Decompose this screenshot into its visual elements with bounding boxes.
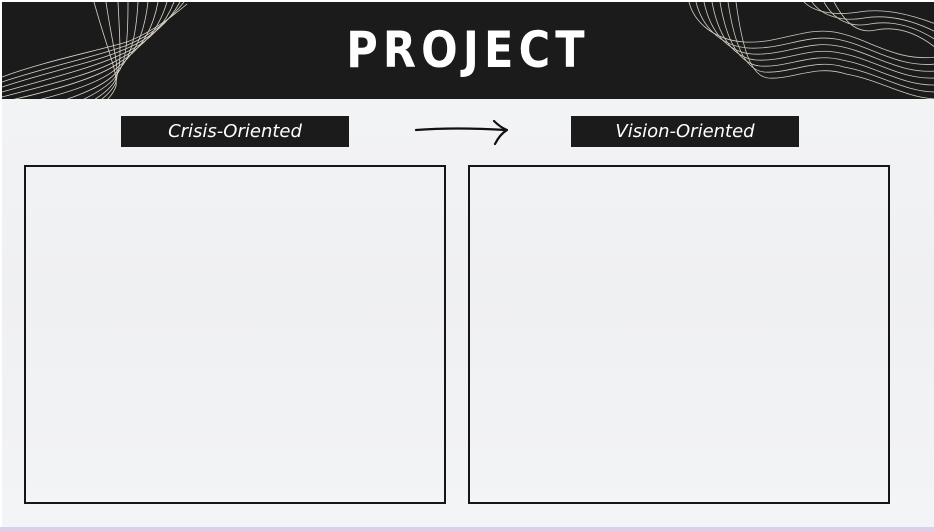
wave-lines-decoration-right — [688, 2, 934, 99]
crisis-oriented-box[interactable] — [24, 165, 446, 504]
column-label-crisis: Crisis-Oriented — [121, 116, 349, 147]
page-title: PROJECT — [346, 21, 590, 79]
column-label-vision: Vision-Oriented — [571, 116, 799, 147]
header-band: PROJECT — [2, 2, 934, 99]
bottom-edge — [0, 527, 934, 531]
wave-lines-decoration-left — [2, 2, 188, 99]
vision-oriented-box[interactable] — [468, 165, 890, 504]
right-arrow-icon — [414, 119, 509, 146]
